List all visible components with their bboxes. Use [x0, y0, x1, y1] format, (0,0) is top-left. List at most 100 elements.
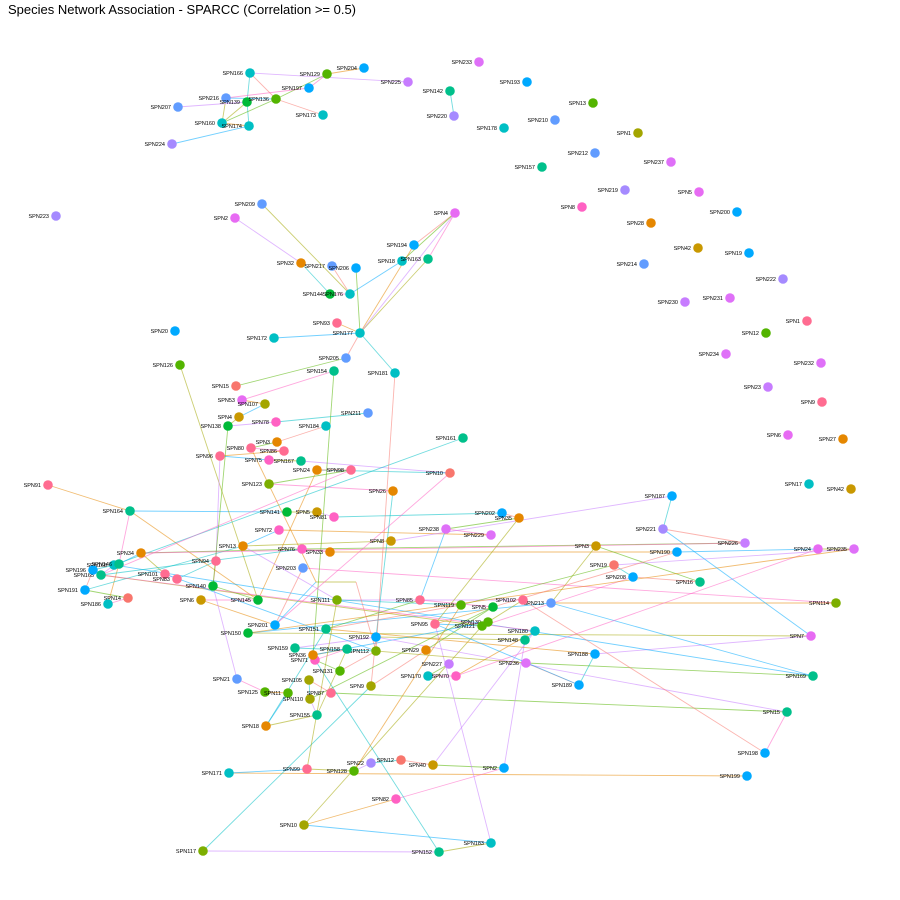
node-label: SPN233 — [452, 60, 473, 66]
node — [428, 760, 438, 770]
node — [530, 626, 540, 636]
node — [125, 506, 135, 516]
node-label: SPN8 — [561, 205, 575, 211]
edge — [662, 528, 812, 637]
edge — [349, 260, 403, 295]
node — [672, 547, 682, 557]
edge — [325, 599, 421, 630]
node-label: SPN199 — [720, 774, 741, 780]
edge — [265, 628, 327, 727]
node-label: SPN139 — [220, 100, 241, 106]
node-label: SPN213 — [524, 601, 545, 607]
node-label: SPN129 — [300, 72, 321, 78]
node-label: SPN144 — [303, 292, 324, 298]
node — [237, 395, 247, 405]
node — [308, 650, 318, 660]
node — [103, 599, 113, 609]
node-label: SPN148 — [498, 638, 519, 644]
node — [271, 417, 281, 427]
node — [160, 569, 170, 579]
node-label: SPN123 — [242, 482, 263, 488]
node-label: SPN173 — [296, 113, 317, 119]
edge — [238, 403, 266, 418]
node — [813, 544, 823, 554]
edge — [487, 599, 524, 623]
edge — [330, 692, 788, 713]
edge — [312, 370, 335, 656]
node-label: SPN72 — [255, 528, 272, 534]
edge — [212, 585, 259, 601]
node-label: SPN196 — [66, 568, 87, 574]
node — [329, 512, 339, 522]
node-label: SPN187 — [645, 494, 666, 500]
edge — [100, 574, 536, 632]
node-label: SPN232 — [794, 361, 815, 367]
edge — [257, 469, 318, 601]
node — [271, 94, 281, 104]
node-label: SPN212 — [568, 151, 589, 157]
node — [296, 258, 306, 268]
node-label: SPN177 — [333, 331, 354, 337]
node — [244, 121, 254, 131]
node-label: SPN8 — [370, 539, 384, 545]
node — [345, 289, 355, 299]
edge — [113, 437, 464, 566]
node-label: SPN176 — [323, 292, 344, 298]
node-label: SPN170 — [401, 674, 422, 680]
node — [695, 577, 705, 587]
edge — [227, 421, 277, 427]
node — [359, 63, 369, 73]
node-label: SPN83 — [153, 577, 170, 583]
edge — [219, 455, 270, 461]
edge — [100, 548, 303, 576]
edge — [375, 636, 526, 641]
node-label: SPN35 — [495, 516, 512, 522]
node — [366, 758, 376, 768]
node-label: SPN219 — [598, 188, 619, 194]
edge — [273, 332, 361, 339]
node-label: SPN160 — [195, 121, 216, 127]
node-label: SPN214 — [617, 262, 638, 268]
node — [456, 600, 466, 610]
node-label: SPN86 — [260, 449, 277, 455]
node — [445, 86, 455, 96]
edge — [171, 125, 250, 145]
node — [318, 110, 328, 120]
node-label: SPN121 — [455, 624, 476, 630]
node-label: SPN111 — [310, 598, 330, 604]
node-label: SPN9 — [801, 400, 815, 406]
node-label: SPN191 — [58, 588, 79, 594]
node-label: SPN158 — [320, 647, 341, 653]
node — [521, 658, 531, 668]
node-label: SPN154 — [307, 369, 328, 375]
node-label: SPN114 — [809, 601, 829, 607]
edge — [419, 528, 447, 601]
node-label: SPN13 — [569, 101, 586, 107]
node — [257, 199, 267, 209]
node-label: SPN126 — [153, 363, 174, 369]
edge — [355, 267, 361, 334]
node-label: SPN10 — [280, 823, 297, 829]
node — [740, 538, 750, 548]
node — [332, 318, 342, 328]
node — [849, 544, 859, 554]
node — [520, 635, 530, 645]
node — [782, 707, 792, 717]
edge — [200, 599, 276, 626]
node — [245, 68, 255, 78]
edge — [261, 203, 351, 295]
node-label: SPN96 — [196, 454, 213, 460]
edge — [460, 564, 615, 606]
edge — [242, 540, 392, 547]
node-label: SPN159 — [268, 646, 289, 652]
node — [445, 468, 455, 478]
node-label: SPN29 — [402, 648, 419, 654]
node-label: SPN200 — [710, 210, 731, 216]
edge — [432, 764, 505, 769]
node-label: SPN183 — [464, 841, 485, 847]
node-label: SPN136 — [249, 97, 270, 103]
node-label: SPN4 — [434, 211, 448, 217]
edge — [312, 621, 489, 656]
node — [423, 254, 433, 264]
node — [497, 508, 507, 518]
